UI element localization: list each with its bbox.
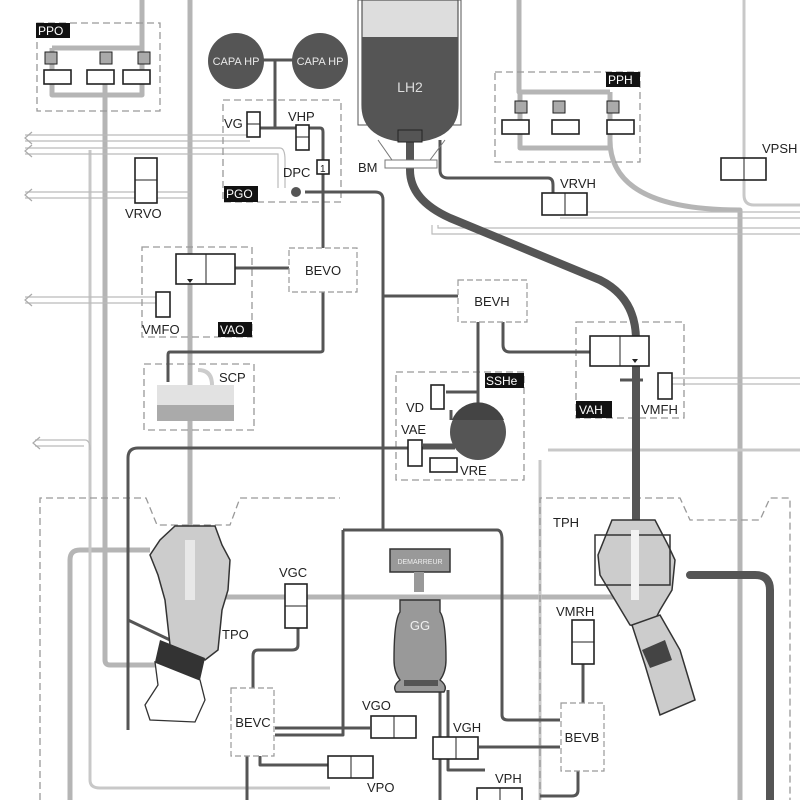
- vao-group-outline: [141, 246, 253, 338]
- scp-group-outline: [143, 363, 255, 431]
- vmfh-label: VMFH: [641, 402, 678, 417]
- vmrh-label: VMRH: [556, 604, 594, 619]
- vah-valve[interactable]: [589, 335, 650, 367]
- vd-label: VD: [406, 400, 424, 415]
- tpo-bay-outline: [39, 497, 340, 800]
- vd-valve[interactable]: [430, 384, 445, 410]
- tph-turbopump: [594, 519, 696, 717]
- tpo-turbopump: [144, 525, 231, 723]
- pph-label: PPH: [608, 73, 633, 87]
- scp-tank: [157, 368, 234, 421]
- vrvo-label: VRVO: [125, 206, 162, 221]
- vmfo-label: VMFO: [142, 322, 180, 337]
- capa-hp-right-label: CAPA HP: [297, 56, 344, 68]
- bevo-label: BEVO: [305, 263, 341, 278]
- bevo-box[interactable]: BEVO: [288, 247, 358, 293]
- vrvh-label: VRVH: [560, 176, 596, 191]
- vmrh-valve[interactable]: [571, 619, 595, 665]
- bevb-box[interactable]: BEVB: [560, 702, 605, 772]
- capa-hp-left-label: CAPA HP: [213, 56, 260, 68]
- scp-label: SCP: [219, 370, 246, 385]
- ppo-valve-cluster[interactable]: [43, 45, 151, 98]
- vpsh-label: VPSH: [762, 141, 797, 156]
- dpc-marker: 1: [320, 164, 326, 175]
- vre-valve[interactable]: [429, 457, 458, 473]
- pgo-label: PGO: [226, 187, 253, 201]
- vph-valve[interactable]: [476, 787, 523, 800]
- vrvo-valve[interactable]: [134, 157, 158, 204]
- vah-group-outline: [575, 321, 685, 419]
- vpo-label: VPO: [367, 780, 394, 795]
- vhp-label: VHP: [288, 109, 315, 124]
- vao-valve[interactable]: [175, 253, 236, 285]
- vph-label: VPH: [495, 771, 522, 786]
- tph-bay-outline: [539, 497, 791, 800]
- bevc-label: BEVC: [235, 715, 270, 730]
- gas-generator: DEMARREUR GG: [389, 548, 451, 693]
- outlet-arrows: [24, 131, 41, 450]
- lh2-tank-label: LH2: [397, 79, 423, 95]
- pph-group-outline: [494, 71, 641, 163]
- bm-label: BM: [358, 160, 378, 175]
- capa-hp-left-tank: CAPA HP: [208, 33, 264, 89]
- vae-label: VAE: [401, 422, 426, 437]
- dark-pipes: [126, 58, 643, 800]
- vpo-valve[interactable]: [327, 755, 374, 779]
- vgo-valve[interactable]: [370, 715, 417, 739]
- ppo-group-outline: [36, 22, 161, 112]
- dpc-label: DPC: [283, 165, 310, 180]
- lh2-tank: LH2: [357, 0, 462, 169]
- vah-label: VAH: [579, 403, 603, 417]
- pgo-group-outline: [222, 99, 342, 203]
- gg-label: GG: [410, 618, 430, 633]
- vgo-label: VGO: [362, 698, 391, 713]
- sshe-group-outline: [395, 371, 525, 481]
- bevh-label: BEVH: [474, 294, 509, 309]
- bevb-label: BEVB: [565, 730, 600, 745]
- tph-outlet-line: [686, 571, 774, 800]
- vae-valve[interactable]: [407, 439, 423, 467]
- sshe-label: SSHe: [486, 374, 518, 388]
- vgh-label: VGH: [453, 720, 481, 735]
- dpc-sensor[interactable]: 1: [316, 159, 330, 175]
- vg-label: VG: [224, 116, 243, 131]
- lh2-feed-line: [406, 136, 640, 524]
- sshe-tank: [450, 402, 506, 460]
- vao-label: VAO: [220, 323, 244, 337]
- vgc-label: VGC: [279, 565, 307, 580]
- tph-label: TPH: [553, 515, 579, 530]
- bevc-box[interactable]: BEVC: [230, 687, 275, 757]
- starter-label: DEMARREUR: [397, 559, 442, 566]
- capa-hp-right-tank: CAPA HP: [292, 33, 348, 89]
- vre-label: VRE: [460, 463, 487, 478]
- vmfo-valve[interactable]: [155, 291, 171, 318]
- vgc-valve[interactable]: [284, 583, 308, 629]
- vg-valve[interactable]: [246, 111, 261, 138]
- pgo-sensor-dot: [291, 187, 301, 197]
- vgh-valve[interactable]: [432, 736, 479, 760]
- vrvh-valve[interactable]: [541, 192, 588, 216]
- ppo-label: PPO: [38, 24, 63, 38]
- pph-valve-cluster[interactable]: [501, 89, 635, 151]
- vmfh-valve[interactable]: [657, 372, 673, 400]
- vpsh-valve[interactable]: [720, 157, 767, 181]
- bevh-box[interactable]: BEVH: [457, 279, 528, 323]
- vhp-valve[interactable]: [295, 124, 310, 151]
- tpo-label: TPO: [222, 627, 249, 642]
